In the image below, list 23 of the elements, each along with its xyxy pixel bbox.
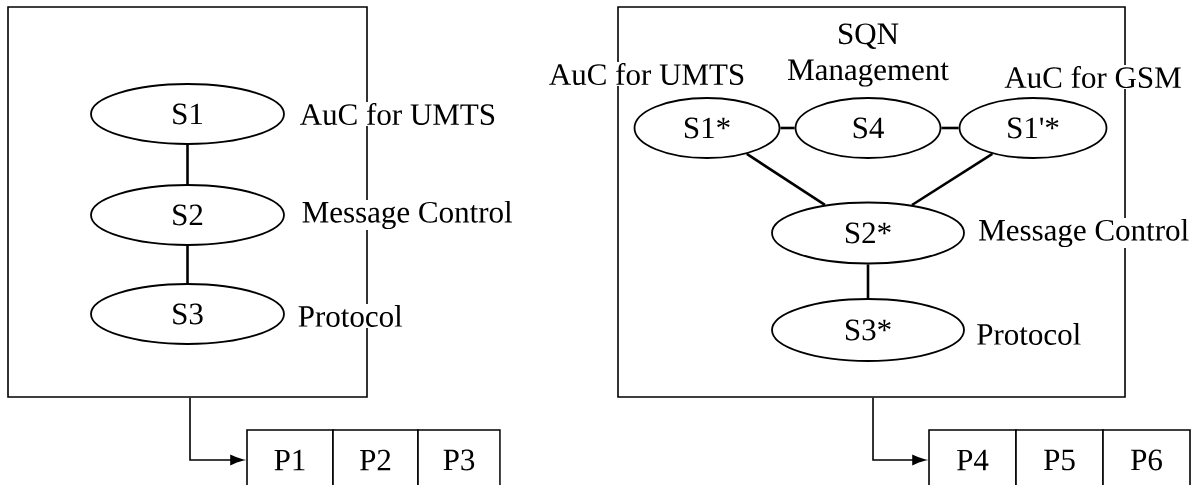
table-cell: P1	[246, 429, 334, 485]
node-label: Protocol	[296, 304, 404, 328]
arrow	[872, 397, 926, 465]
node-label: AuC for UMTS	[298, 101, 498, 127]
table-cell: P3	[417, 429, 501, 485]
node-label: AuC for UMTS	[547, 61, 747, 87]
node-label: AuC for GSM	[1003, 64, 1183, 90]
connector-line	[866, 264, 870, 299]
node-label: Message Control	[977, 217, 1191, 249]
node-label: Message Control	[300, 199, 514, 231]
connector-line	[911, 152, 994, 207]
connector-line	[780, 126, 795, 130]
connector-line	[941, 126, 959, 130]
node-label: Protocol	[975, 322, 1083, 346]
table-cell: P2	[332, 429, 419, 485]
connector-line	[186, 144, 189, 185]
table-cell: P5	[1015, 429, 1104, 485]
node-label: SQN Management	[777, 22, 959, 88]
table-cell: P4	[928, 429, 1017, 485]
arrow	[189, 397, 244, 465]
connector-line	[186, 245, 189, 284]
connector-line	[746, 152, 826, 206]
table-cell: P6	[1102, 429, 1191, 485]
